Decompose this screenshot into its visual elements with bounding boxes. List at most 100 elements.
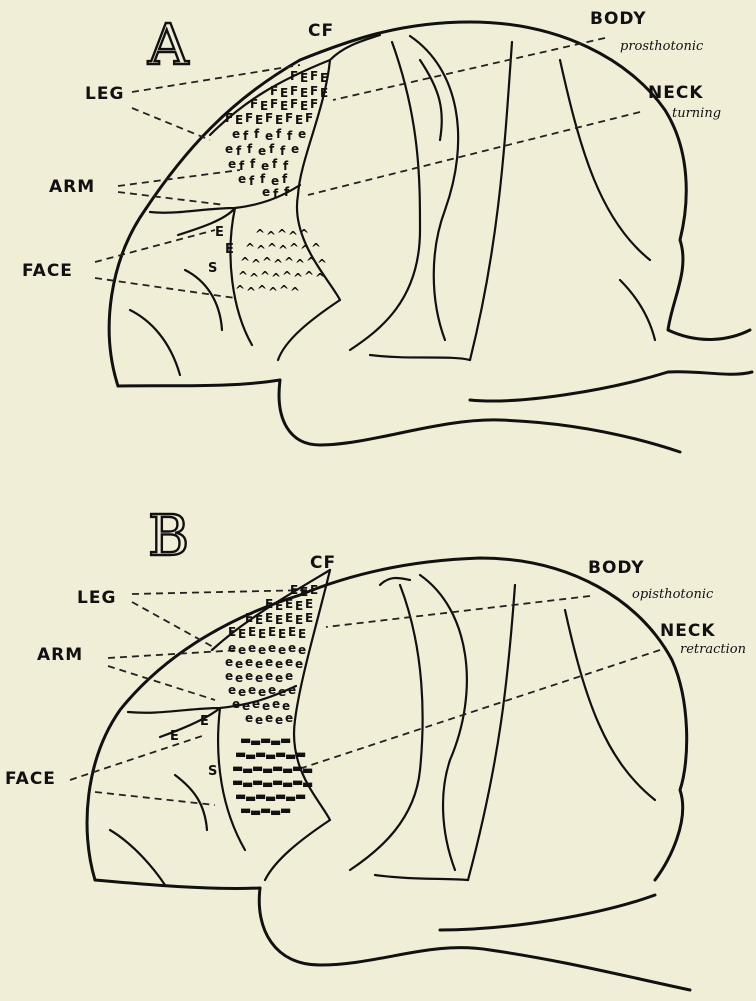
sulcus-letter-s: S [208,764,217,779]
leg-mark: F [270,84,278,98]
panel-letter: A [147,13,189,78]
arm-mark: e [265,129,273,143]
face-mark: ^ [245,241,255,255]
arm-mark: e [225,669,233,683]
panel-a: A CF [22,9,752,452]
body-note: opisthotonic [632,587,714,602]
leg-mark: E [275,613,283,627]
sulcus-letter-e2: E [225,242,234,257]
leg-mark: E [295,599,303,613]
leg-mark: E [228,625,236,639]
arm-mark: e [271,174,279,188]
arm-mark: e [255,657,263,671]
leg-mark: E [300,86,308,100]
arm-mark: f [282,172,288,186]
arm-mark: e [285,711,293,725]
leg-mark: E [300,71,308,85]
arm-mark: e [268,641,276,655]
face-mark: ^ [257,283,267,297]
face-mark: ^ [289,241,299,255]
face-mark: ^ [299,227,309,241]
leg-mark: F [290,97,298,111]
arm-label: ARM [37,645,83,665]
arm-mark: e [298,127,306,141]
arm-mark: f [250,157,256,171]
arm-mark: e [228,157,236,171]
panel-letter: B [148,504,189,569]
face-mark: ^ [306,255,316,269]
arm-mark: e [275,657,283,671]
arm-mark: f [247,142,253,156]
arm-mark: f [287,129,293,143]
sulcus-letter-s: S [208,261,217,276]
arm-mark: e [228,641,236,655]
face-mark: ▬ [295,747,306,761]
arm-mark: e [265,669,273,683]
arm-mark: f [283,159,289,173]
arm-mark: e [272,697,280,711]
face-label: FACE [5,769,56,789]
arm-mark: f [280,144,286,158]
face-mark: ^ [240,255,250,269]
arm-mark: e [255,671,263,685]
leg-mark: E [288,625,296,639]
leg-mark: E [238,627,246,641]
leg-mark: F [310,97,318,111]
brain-outline [87,558,690,990]
leg-mark: E [255,613,263,627]
face-label: FACE [22,261,73,281]
cf-label: CF [308,21,334,41]
arm-mark: e [275,713,283,727]
arm-mark: e [232,697,240,711]
arm-mark: e [245,669,253,683]
body-label: BODY [588,558,645,578]
arm-mark: e [225,142,233,156]
leg-mark: E [275,113,283,127]
arm-mark: f [254,127,260,141]
arm-mark: e [235,671,243,685]
neck-label: NECK [660,621,716,641]
face-mark: ^ [311,241,321,255]
leg-label: LEG [85,84,124,104]
leg-mark: F [310,84,318,98]
leg-mark: E [298,627,306,641]
arm-mark: e [262,185,270,199]
arm-mark: f [260,172,266,186]
leg-mark: F [305,111,313,125]
face-mark: ^ [304,269,314,283]
face-mark: ^ [282,269,292,283]
arm-mark: f [276,127,282,141]
leg-mark: E [285,597,293,611]
arm-mark: e [245,711,253,725]
arm-mark: e [265,655,273,669]
face-mark: ^ [262,255,272,269]
face-mark: ^ [279,283,289,297]
arm-mark: e [255,713,263,727]
arm-mark: e [225,655,233,669]
arm-mark: e [252,697,260,711]
face-mark: ^ [267,241,277,255]
leg-mark: F [245,111,253,125]
leg-mark: F [310,69,318,83]
leg-mark: E [265,597,273,611]
sulcus-letter-e: E [170,729,179,744]
arm-mark: e [245,655,253,669]
leg-mark: E [255,113,263,127]
leg-label: LEG [77,588,116,608]
leg-mark: E [285,611,293,625]
arm-mark: e [265,711,273,725]
arm-mark: e [291,142,299,156]
face-mark: ^ [290,285,300,299]
neck-note: turning [672,106,721,121]
leg-mark: E [320,86,328,100]
leg-mark: E [310,583,318,597]
face-mark: ^ [260,269,270,283]
leg-mark: F [265,111,273,125]
face-mark: ^ [268,285,278,299]
arm-mark: e [228,683,236,697]
body-note: prosthotonic [620,39,704,54]
arm-mark: e [285,655,293,669]
arm-mark: e [268,683,276,697]
face-mark: ^ [238,269,248,283]
